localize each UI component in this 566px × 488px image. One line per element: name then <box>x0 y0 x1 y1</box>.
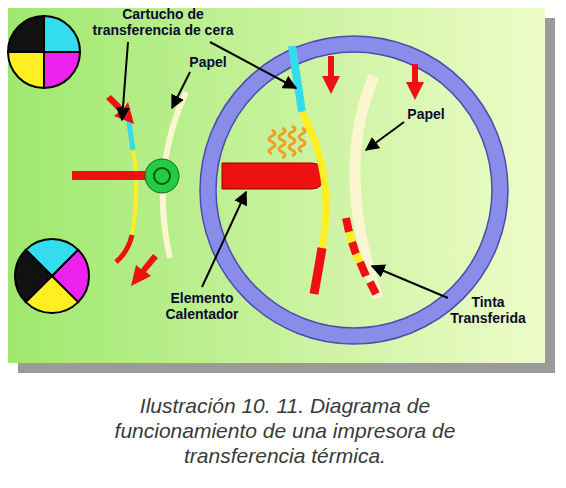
heating-element <box>222 163 325 189</box>
panel-ground <box>8 8 545 363</box>
color-wheel <box>8 16 80 88</box>
ribbon-yellow <box>302 112 326 248</box>
paper-sheet <box>355 76 378 298</box>
part-label: Papel <box>180 54 236 70</box>
heat-waves <box>269 126 305 158</box>
roller <box>145 159 179 193</box>
color-wheel <box>0 224 104 329</box>
heater-rod <box>72 171 146 180</box>
magnifier-ring <box>200 36 508 344</box>
roller <box>154 168 170 184</box>
feed-arrow <box>106 95 134 124</box>
magnifier-ring <box>208 44 500 336</box>
transferred-ink <box>349 232 360 262</box>
feed-arrow <box>406 64 424 100</box>
ribbon-red <box>116 235 132 262</box>
transferred-ink <box>346 218 376 294</box>
part-label: Elemento Calentador <box>150 290 254 322</box>
feed-arrow <box>131 254 158 286</box>
part-label: Papel <box>398 106 454 122</box>
part-label: Tinta Transferida <box>440 294 536 326</box>
figure-caption: Ilustración 10. 11. Diagrama de funciona… <box>88 393 482 468</box>
part-label: Cartucho de transferencia de cera <box>84 6 242 38</box>
magnifier-ring <box>216 52 492 328</box>
feed-arrow <box>322 56 340 94</box>
leader-line <box>122 42 448 298</box>
ribbon-cyan <box>292 46 302 112</box>
ribbon-yellow <box>132 150 136 235</box>
ribbon-red <box>314 248 322 294</box>
